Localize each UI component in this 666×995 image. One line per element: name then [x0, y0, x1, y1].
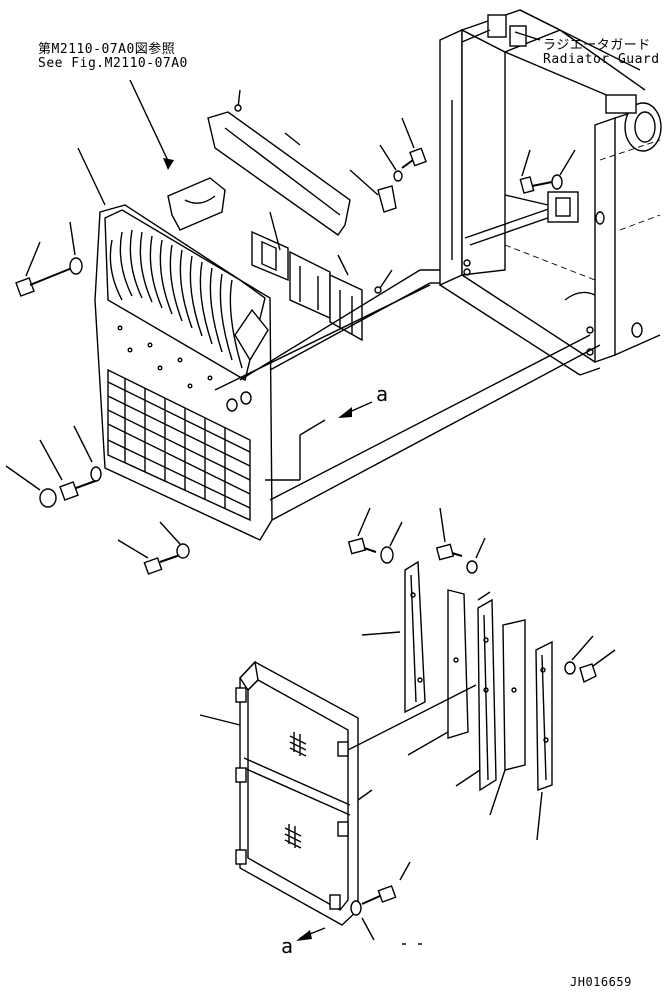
frame-clip-bracket [504, 191, 579, 223]
arrow-a-upper [338, 401, 373, 418]
upper-left-washer [69, 221, 83, 275]
arrow-a-lower [296, 927, 326, 941]
upper-left-bolt [15, 241, 73, 297]
strip-bolt-right [435, 507, 463, 561]
top-cover-plate [207, 89, 351, 236]
strip-bolt-left [347, 507, 377, 555]
clip-bolt [401, 117, 427, 169]
louvre-fins [109, 229, 243, 369]
guard-label-leader [514, 31, 541, 41]
radiator-guard-label-jp: ラジエータガード [543, 38, 651, 53]
upper-bracket [129, 79, 226, 231]
mesh-mark-2 [284, 824, 302, 849]
strip-leader-1 [361, 631, 401, 636]
plate-leader [284, 132, 301, 146]
radiator-guard-frame [439, 9, 662, 376]
lower-left-washer [73, 425, 102, 482]
panel-leader [199, 714, 241, 726]
panel-washer [350, 900, 375, 941]
mounting-strips [404, 560, 553, 792]
grille-grid [107, 368, 251, 522]
strip-washer-right [466, 537, 486, 574]
strip-leader-3 [455, 769, 481, 787]
mesh-mark-1 [289, 732, 307, 757]
dust-screen-panel [235, 660, 477, 926]
assembly-lines [214, 269, 601, 521]
drawing-id: JH016659 [570, 975, 632, 989]
reference-label-en: See Fig.M2110-07A0 [38, 56, 188, 71]
frame-bolt [519, 149, 553, 194]
lower-left-cap [5, 465, 57, 508]
seal-pads [251, 211, 393, 342]
frame-washer [551, 149, 576, 190]
panel-bolt [361, 861, 411, 905]
strip-leader-5 [536, 791, 543, 841]
reference-label-jp: 第M2110-07A0図参照 [38, 42, 176, 57]
grille-leader [77, 147, 106, 206]
strip-leader-2 [407, 731, 449, 756]
clip-bracket [349, 144, 403, 213]
strip-nut [564, 635, 616, 684]
strip-leader-4 [489, 769, 506, 816]
front-grille-assembly [94, 204, 273, 541]
marker-a-upper: a [376, 382, 389, 406]
strip-washer-left [380, 521, 403, 564]
bottom-bolt [117, 521, 190, 575]
marker-a-lower: a [281, 934, 294, 958]
